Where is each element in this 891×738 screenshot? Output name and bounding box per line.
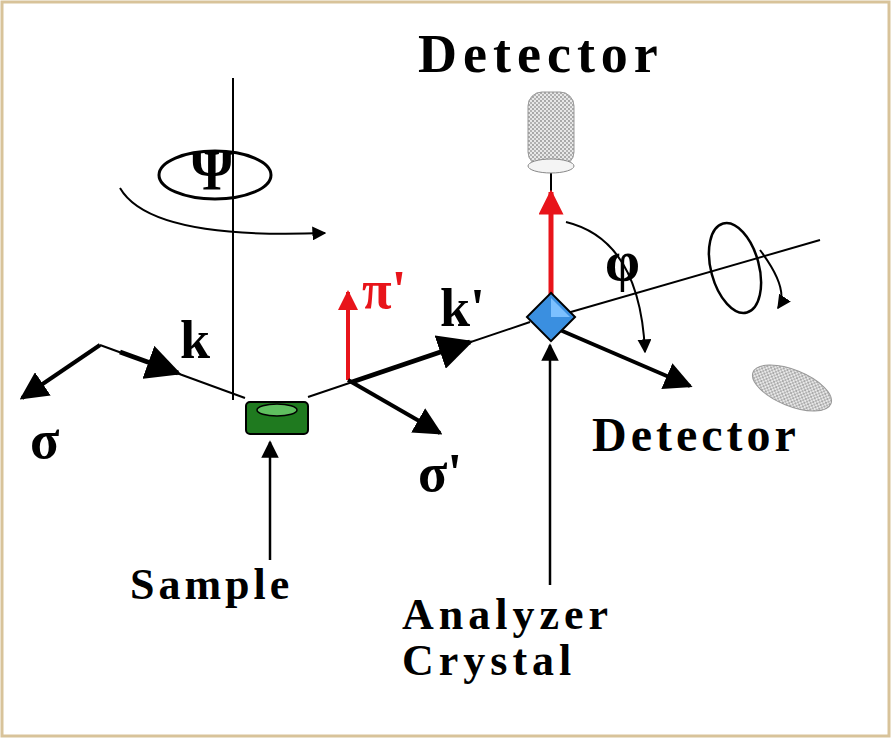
- sample-pointer: [269, 442, 272, 560]
- analyzer-facet: [551, 298, 570, 317]
- sigma-label: σ: [30, 412, 59, 469]
- phi-symbol: φ: [605, 232, 640, 291]
- analyzer-pointer: [549, 345, 552, 585]
- analyzer-crystal: [527, 293, 575, 341]
- analyzer-label: Analyzer Crystal: [402, 592, 772, 684]
- phi-angle-arrow: [566, 222, 645, 352]
- analyzer-axis: [550, 240, 820, 318]
- k-label: k: [180, 312, 210, 369]
- sample-label: Sample: [130, 562, 293, 608]
- psi-symbol: Ψ: [190, 142, 234, 201]
- detector-top: [528, 92, 574, 166]
- scattered-beam: [308, 322, 530, 397]
- diffracted-beam: [560, 330, 690, 386]
- sigma-prime-vector: [348, 380, 440, 433]
- sample-top: [257, 404, 297, 416]
- detector-top-face: [528, 159, 574, 173]
- sigma-vector: [22, 345, 100, 398]
- psi-axis: [232, 78, 234, 400]
- pi-prime-vector: [346, 292, 350, 380]
- detector-label: Detector: [592, 410, 800, 460]
- k-prime-vector: [352, 342, 470, 382]
- sample-block: [246, 402, 308, 434]
- incident-beam: [100, 345, 245, 398]
- sigma-prime-label: σ': [418, 445, 462, 502]
- k-vector: [120, 352, 178, 373]
- detector-label: Detector: [418, 26, 664, 83]
- k-prime-label: k': [440, 280, 485, 337]
- pi-prime-label: π': [362, 262, 407, 319]
- phi-ellipse: [700, 217, 770, 318]
- phi-rotation-arrow: [760, 250, 781, 308]
